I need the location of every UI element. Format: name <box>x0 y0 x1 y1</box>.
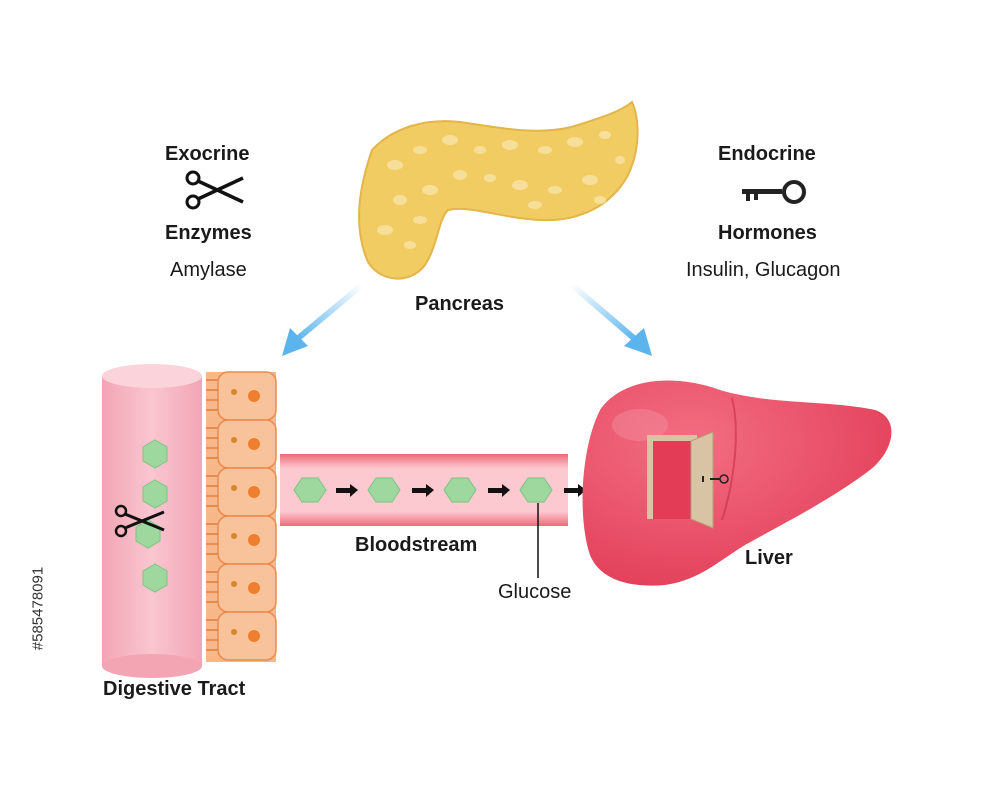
enzymes-label: Enzymes <box>165 222 252 244</box>
key-icon <box>742 180 806 204</box>
arrow-to-digestive-tract <box>282 282 364 356</box>
pancreas-label: Pancreas <box>415 293 504 315</box>
liver-illustration <box>582 380 892 586</box>
endocrine-title: Endocrine <box>718 143 816 165</box>
scissors-icon <box>185 170 244 210</box>
glucose-label: Glucose <box>498 581 572 603</box>
amylase-label: Amylase <box>170 259 247 281</box>
exocrine-title: Exocrine <box>165 143 250 165</box>
insulin-glucagon-label: Insulin, Glucagon <box>686 259 841 281</box>
intestinal-cells <box>206 371 277 662</box>
liver-door-icon <box>647 431 729 529</box>
hormones-label: Hormones <box>718 222 817 244</box>
pancreas-illustration <box>358 100 639 280</box>
image-credit: #585478091 <box>29 566 47 651</box>
digestive-tract-label: Digestive Tract <box>103 678 246 700</box>
bloodstream-label: Bloodstream <box>355 534 478 556</box>
liver-label: Liver <box>745 547 793 569</box>
scissors-cutting-icon <box>114 504 165 538</box>
glucose-chain <box>135 439 168 593</box>
digestive-tract-tube <box>102 364 202 678</box>
arrow-to-liver <box>570 282 652 356</box>
small-key-icon <box>702 474 729 484</box>
